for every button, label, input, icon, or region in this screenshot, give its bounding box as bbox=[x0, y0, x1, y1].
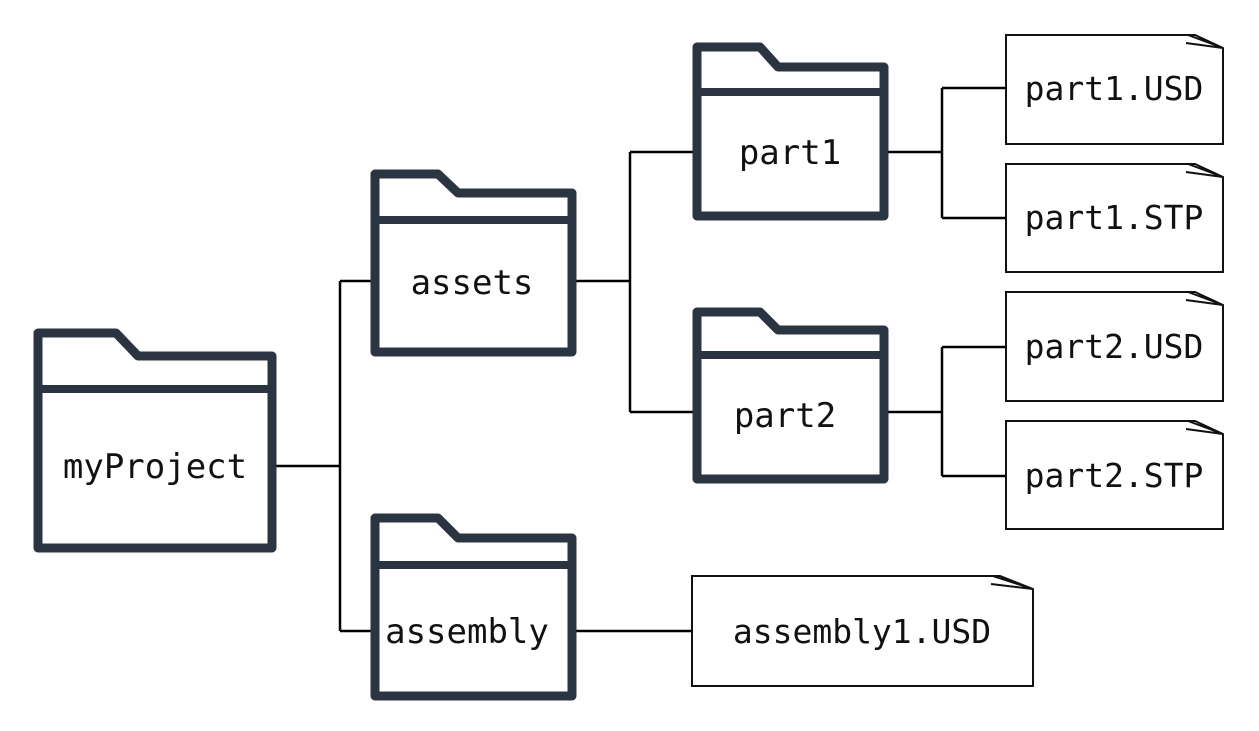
file-icon bbox=[691, 575, 1034, 687]
folder-icon bbox=[370, 513, 577, 701]
file-icon bbox=[1005, 291, 1224, 402]
folder-label: assembly bbox=[385, 612, 549, 652]
folder-part1[interactable]: part1 bbox=[692, 42, 889, 221]
folder-icon bbox=[33, 328, 277, 553]
connectors bbox=[274, 86, 1006, 633]
file-label: part1.USD bbox=[1025, 69, 1204, 108]
file-icon bbox=[1005, 163, 1224, 273]
connector-assets-children bbox=[572, 150, 698, 414]
file-icon bbox=[1005, 420, 1224, 530]
file-part2-usd[interactable]: part2.USD bbox=[1005, 291, 1224, 402]
folder-myproject[interactable]: myProject bbox=[33, 328, 277, 553]
file-icon bbox=[1005, 34, 1224, 145]
connector-part2-files bbox=[884, 345, 1006, 478]
file-label: part2.USD bbox=[1025, 327, 1204, 366]
file-label: assembly1.USD bbox=[733, 612, 991, 651]
connector-part1-files bbox=[884, 86, 1006, 220]
folder-part2[interactable]: part2 bbox=[692, 307, 889, 484]
file-part1-usd[interactable]: part1.USD bbox=[1005, 34, 1224, 145]
folder-assets[interactable]: assets bbox=[370, 169, 577, 357]
file-part2-stp[interactable]: part2.STP bbox=[1005, 420, 1224, 530]
file-assembly1-usd[interactable]: assembly1.USD bbox=[691, 575, 1034, 687]
connector-myproject-children bbox=[274, 279, 378, 633]
folder-label: myProject bbox=[63, 447, 247, 487]
file-part1-stp[interactable]: part1.STP bbox=[1005, 163, 1224, 273]
folder-icon bbox=[692, 42, 889, 221]
file-label: part2.STP bbox=[1025, 456, 1204, 495]
folder-label: part2 bbox=[734, 396, 836, 436]
folder-assembly[interactable]: assembly bbox=[370, 513, 577, 701]
file-label: part1.STP bbox=[1025, 198, 1204, 237]
folder-label: part1 bbox=[739, 133, 841, 173]
folder-label: assets bbox=[411, 263, 534, 303]
